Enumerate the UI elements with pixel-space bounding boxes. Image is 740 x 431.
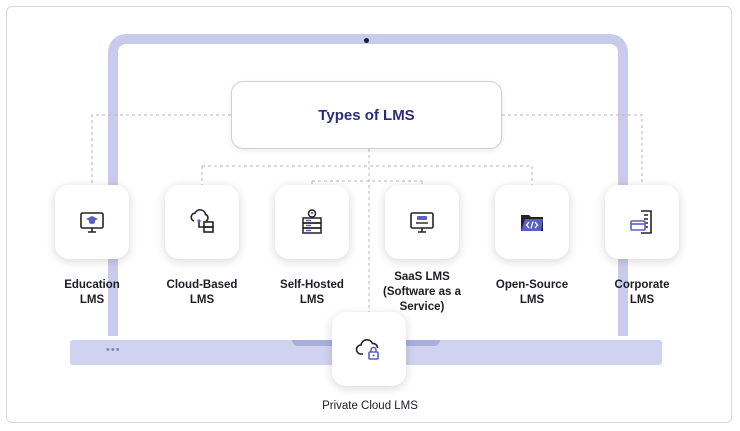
tile-corporate-lms: [605, 185, 679, 259]
label-private-cloud-lms: Private Cloud LMS: [322, 400, 418, 412]
tile-private-cloud-lms: [332, 312, 406, 386]
cloud-network-icon: [190, 209, 214, 233]
monitor-graduation-cap-icon: [80, 212, 104, 233]
label-cloud-based-lms: Cloud-Based LMS: [166, 279, 238, 306]
title-box: Types of LMS: [231, 81, 502, 149]
office-building-icon: [630, 210, 652, 234]
laptop-camera: [364, 38, 369, 43]
laptop-indicator-dots: •••: [106, 344, 121, 356]
label-saas-lms: SaaS LMS (Software as a Service): [383, 271, 461, 313]
tile-saas-lms: [385, 185, 459, 259]
code-folder-icon: [521, 215, 543, 231]
tile-education-lms: [55, 185, 129, 259]
diagram-title: Types of LMS: [318, 106, 415, 124]
label-education-lms: Education LMS: [64, 279, 120, 306]
tile-open-source-lms: [495, 185, 569, 259]
tile-self-hosted-lms: [275, 185, 349, 259]
tile-cloud-based-lms: [165, 185, 239, 259]
desktop-software-icon: [410, 212, 434, 233]
label-corporate-lms: Corporate LMS: [614, 279, 670, 306]
label-self-hosted-lms: Self-Hosted LMS: [280, 279, 344, 306]
label-open-source-lms: Open-Source LMS: [495, 279, 569, 306]
cloud-lock-icon: [355, 339, 379, 360]
server-user-icon: [302, 209, 322, 234]
